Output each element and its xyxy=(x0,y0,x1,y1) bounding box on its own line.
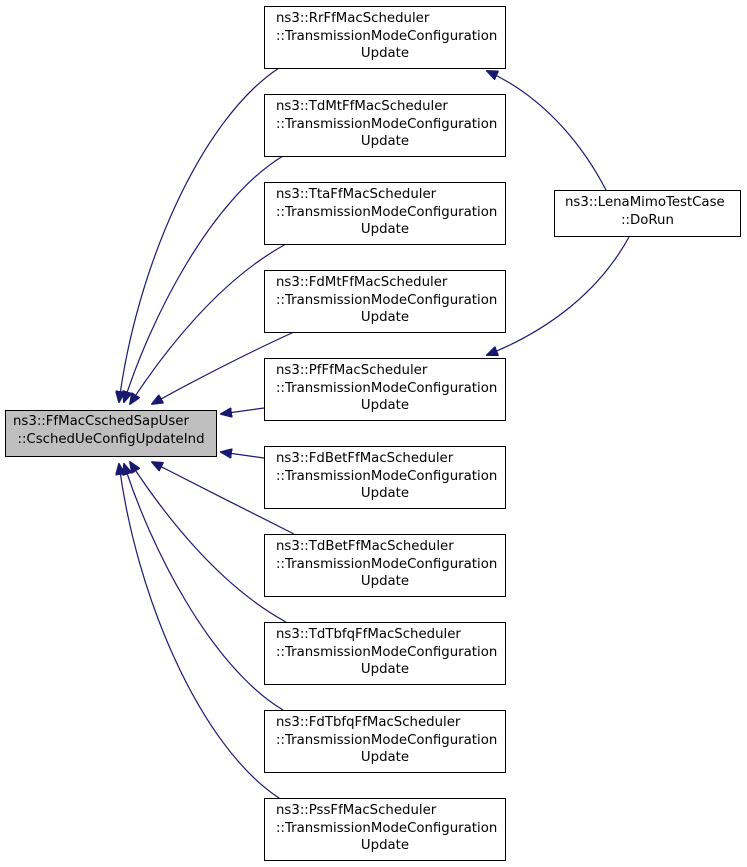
edge-tdtbfq-to-target xyxy=(130,462,287,623)
caller-method-suffix: Update xyxy=(360,310,410,326)
caller-method-label: ::TransmissionModeConfiguration xyxy=(276,116,498,132)
edge-tta-to-target xyxy=(130,243,287,404)
caller-method-suffix: Update xyxy=(360,838,410,854)
edge-tdbet-to-target xyxy=(152,462,295,535)
caller-method-suffix: Update xyxy=(360,222,410,238)
caller-class-label: ns3::FdMtFfMacScheduler xyxy=(276,275,448,290)
caller-class-label: ns3::FdBetFfMacScheduler xyxy=(276,451,454,466)
caller-method-label: ::TransmissionModeConfiguration xyxy=(276,732,498,748)
caller-method-label: ::TransmissionModeConfiguration xyxy=(276,644,498,660)
caller-method-suffix: Update xyxy=(360,662,410,678)
edge-rr-to-target xyxy=(119,67,280,402)
caller-class-label: ns3::TtaFfMacScheduler xyxy=(276,187,437,202)
caller-method-suffix: Update xyxy=(360,574,410,590)
caller-node-rr-scheduler[interactable]: ns3::RrFfMacScheduler ::TransmissionMode… xyxy=(264,6,506,69)
caller-class-label: ns3::RrFfMacScheduler xyxy=(276,11,430,26)
caller-method-label: ::TransmissionModeConfiguration xyxy=(276,204,498,220)
edge-fdbet-to-target xyxy=(221,452,265,459)
caller-node-tta-scheduler[interactable]: ns3::TtaFfMacScheduler ::TransmissionMod… xyxy=(264,182,506,245)
caller-class-label: ns3::PfFfMacScheduler xyxy=(276,363,428,378)
caller-class-label: ns3::FdTbfqFfMacScheduler xyxy=(276,715,461,730)
caller-node-fdmt-scheduler[interactable]: ns3::FdMtFfMacScheduler ::TransmissionMo… xyxy=(264,270,506,333)
caller-class-label: ns3::TdMtFfMacScheduler xyxy=(276,99,448,114)
test-case-class: ns3::LenaMimoTestCase xyxy=(565,195,725,210)
edge-pss-to-target xyxy=(119,464,280,799)
edge-pf-to-target xyxy=(221,407,265,414)
target-function-method: ::CschedUeConfigUpdateInd xyxy=(17,431,205,447)
caller-method-suffix: Update xyxy=(360,486,410,502)
test-case-node[interactable]: ns3::LenaMimoTestCase ::DoRun xyxy=(554,190,741,237)
edge-testcase-to-pf xyxy=(487,236,630,355)
test-case-method: ::DoRun xyxy=(621,212,674,228)
edge-fdmt-to-target xyxy=(152,331,295,404)
caller-method-label: ::TransmissionModeConfiguration xyxy=(276,380,498,396)
caller-node-fdbet-scheduler[interactable]: ns3::FdBetFfMacScheduler ::TransmissionM… xyxy=(264,446,506,509)
caller-method-label: ::TransmissionModeConfiguration xyxy=(276,28,498,44)
caller-method-suffix: Update xyxy=(360,134,410,150)
caller-node-fdtbfq-scheduler[interactable]: ns3::FdTbfqFfMacScheduler ::Transmission… xyxy=(264,710,506,773)
caller-node-tdbet-scheduler[interactable]: ns3::TdBetFfMacScheduler ::TransmissionM… xyxy=(264,534,506,597)
caller-class-label: ns3::TdTbfqFfMacScheduler xyxy=(276,627,461,642)
caller-method-label: ::TransmissionModeConfiguration xyxy=(276,292,498,308)
caller-node-pss-scheduler[interactable]: ns3::PssFfMacScheduler ::TransmissionMod… xyxy=(264,798,506,861)
caller-node-pf-scheduler[interactable]: ns3::PfFfMacScheduler ::TransmissionMode… xyxy=(264,358,506,421)
caller-method-suffix: Update xyxy=(360,398,410,414)
caller-method-label: ::TransmissionModeConfiguration xyxy=(276,556,498,572)
edge-fdtbfq-to-target xyxy=(124,464,284,711)
edge-tdmt-to-target xyxy=(124,155,284,402)
caller-method-suffix: Update xyxy=(360,46,410,62)
caller-method-label: ::TransmissionModeConfiguration xyxy=(276,468,498,484)
target-function-class: ns3::FfMacCschedSapUser xyxy=(13,414,189,429)
caller-node-tdmt-scheduler[interactable]: ns3::TdMtFfMacScheduler ::TransmissionMo… xyxy=(264,94,506,157)
caller-node-tdtbfq-scheduler[interactable]: ns3::TdTbfqFfMacScheduler ::Transmission… xyxy=(264,622,506,685)
caller-class-label: ns3::PssFfMacScheduler xyxy=(276,803,437,818)
target-function-node[interactable]: ns3::FfMacCschedSapUser ::CschedUeConfig… xyxy=(5,410,217,457)
caller-method-suffix: Update xyxy=(360,750,410,766)
caller-method-label: ::TransmissionModeConfiguration xyxy=(276,820,498,836)
caller-class-label: ns3::TdBetFfMacScheduler xyxy=(276,539,454,554)
edge-testcase-to-rr xyxy=(487,71,607,191)
